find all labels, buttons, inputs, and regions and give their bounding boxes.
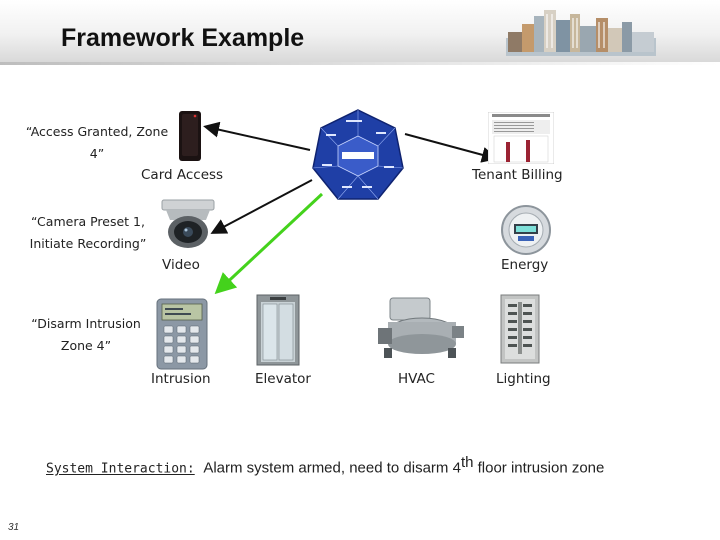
energy-meter-icon xyxy=(500,204,552,256)
system-interaction-label: System Interaction: xyxy=(46,462,195,477)
elevator-icon xyxy=(256,294,300,366)
label-hvac: HVAC xyxy=(398,371,435,387)
intrusion-keypad-icon xyxy=(156,298,208,370)
arrow-to-card-access xyxy=(207,127,310,150)
callout-access-granted: “Access Granted, Zone 4” xyxy=(22,121,172,165)
page-number: 31 xyxy=(8,522,19,533)
label-intrusion: Intrusion xyxy=(151,371,211,387)
arrow-to-tenant-billing xyxy=(405,134,494,158)
callout-disarm-intrusion: “Disarm Intrusion Zone 4” xyxy=(24,313,148,357)
label-elevator: Elevator xyxy=(255,371,311,387)
label-card-access: Card Access xyxy=(141,167,223,183)
arrow-to-video xyxy=(214,180,312,232)
city-skyline-logo xyxy=(506,8,656,56)
label-tenant-billing: Tenant Billing xyxy=(472,167,563,183)
label-lighting: Lighting xyxy=(496,371,551,387)
framework-hub-icon xyxy=(312,108,404,202)
label-video: Video xyxy=(162,257,200,273)
hvac-chiller-icon xyxy=(376,292,468,360)
dome-camera-icon xyxy=(160,198,216,250)
system-interaction-description: System Interaction: Alarm system armed, … xyxy=(46,454,604,477)
arrow-to-intrusion xyxy=(219,194,322,290)
billing-report-icon xyxy=(488,112,554,164)
system-interaction-text-end: floor intrusion zone xyxy=(473,460,604,477)
lighting-panel-icon xyxy=(500,294,540,364)
header-rule xyxy=(0,62,720,65)
slide-title: Framework Example xyxy=(61,24,304,53)
callout-camera-preset: “Camera Preset 1, Initiate Recording” xyxy=(18,211,158,255)
system-interaction-text: Alarm system armed, need to disarm 4 xyxy=(203,460,461,477)
card-reader-icon xyxy=(178,110,202,162)
ordinal-suffix: th xyxy=(461,454,474,471)
label-energy: Energy xyxy=(501,257,548,273)
